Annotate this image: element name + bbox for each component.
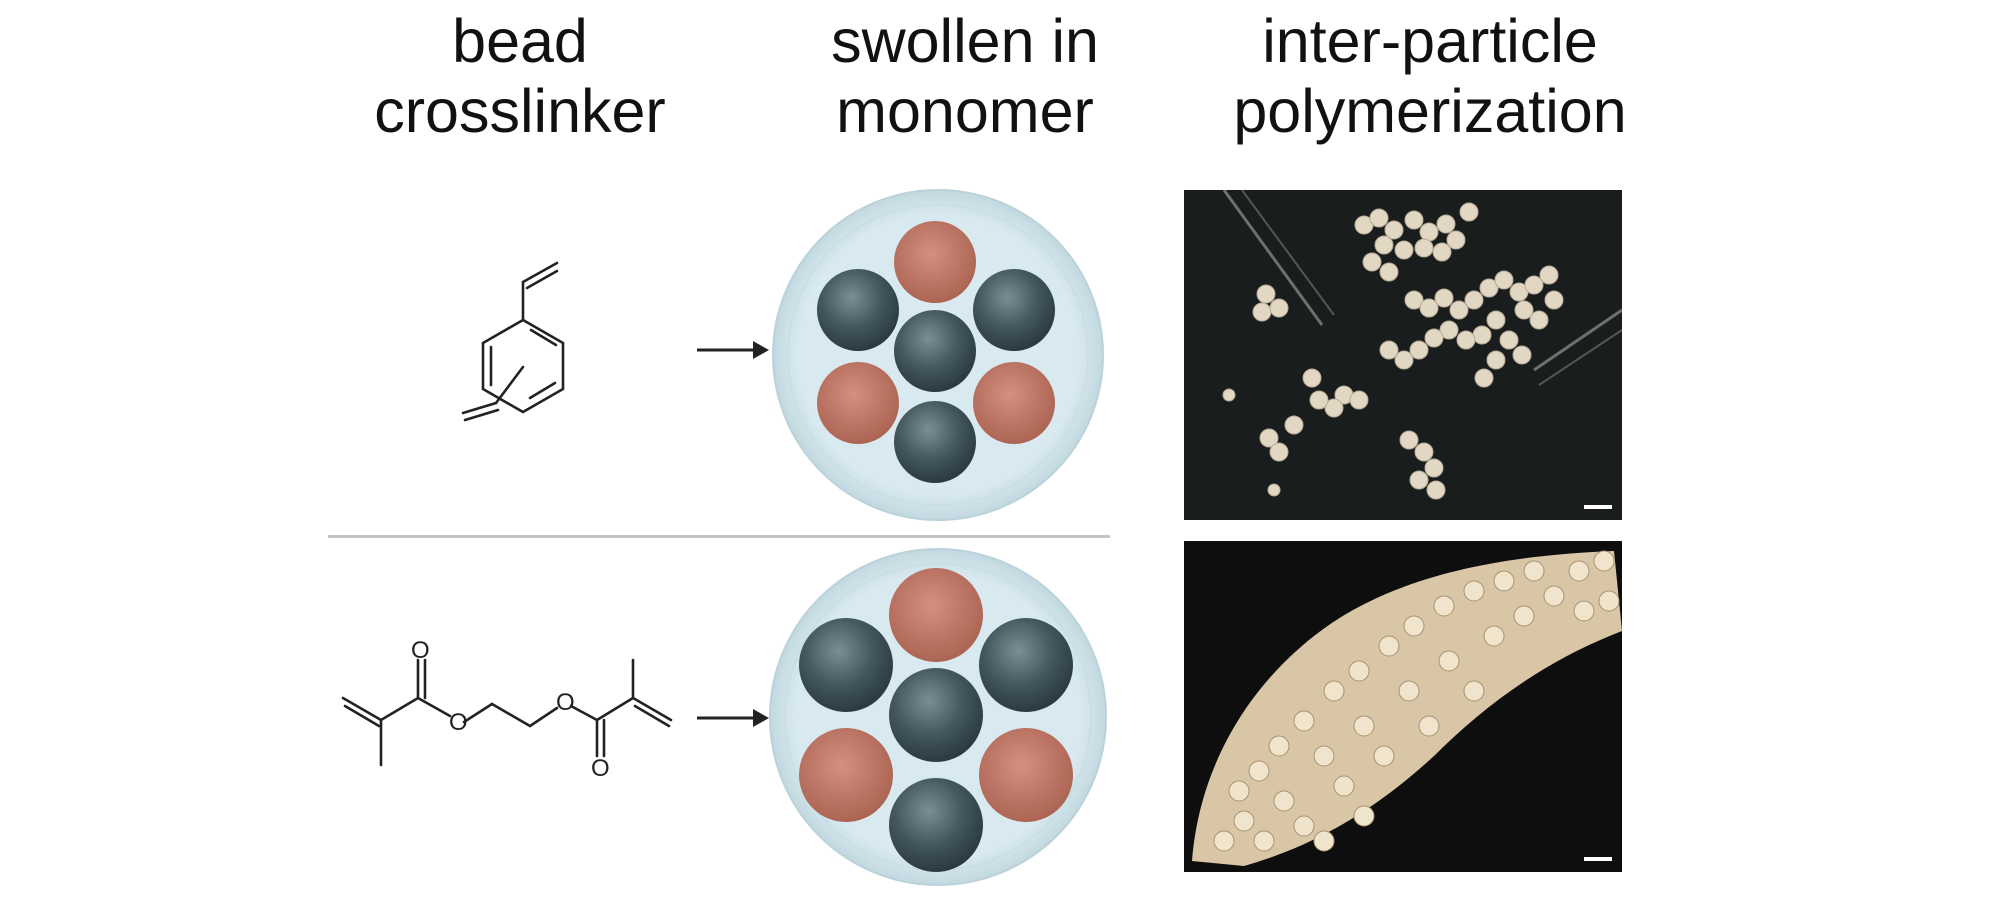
reaction-arrow-icon [697, 709, 769, 727]
fused-bead-monolith-photo [1184, 541, 1622, 872]
oxygen-label: O [556, 689, 575, 716]
ethylene-glycol-dimethacrylate-structure-icon: O O O O [341, 640, 673, 780]
header-line: bead [452, 7, 588, 75]
header-line: crosslinker [374, 77, 666, 145]
reaction-arrow-icon [697, 341, 769, 359]
swollen-bead-particle-icon [769, 548, 1107, 886]
loose-bead-aggregates-photo [1184, 190, 1622, 520]
header-line: polymerization [1233, 77, 1627, 145]
header-line: swollen in [831, 7, 1099, 75]
divinylbenzene-structure-icon [461, 261, 565, 422]
column-header-inter-particle-polymerization: inter-particle polymerization [1170, 6, 1690, 146]
header-line: inter-particle [1262, 7, 1598, 75]
row-divider [328, 535, 1110, 538]
oxygen-label: O [411, 640, 430, 664]
swollen-bead-particle-icon [772, 189, 1104, 521]
header-line: monomer [836, 77, 1094, 145]
column-header-bead-crosslinker: bead crosslinker [310, 6, 730, 146]
column-header-swollen-in-monomer: swollen in monomer [755, 6, 1175, 146]
oxygen-label: O [449, 709, 468, 736]
oxygen-label: O [591, 755, 610, 780]
